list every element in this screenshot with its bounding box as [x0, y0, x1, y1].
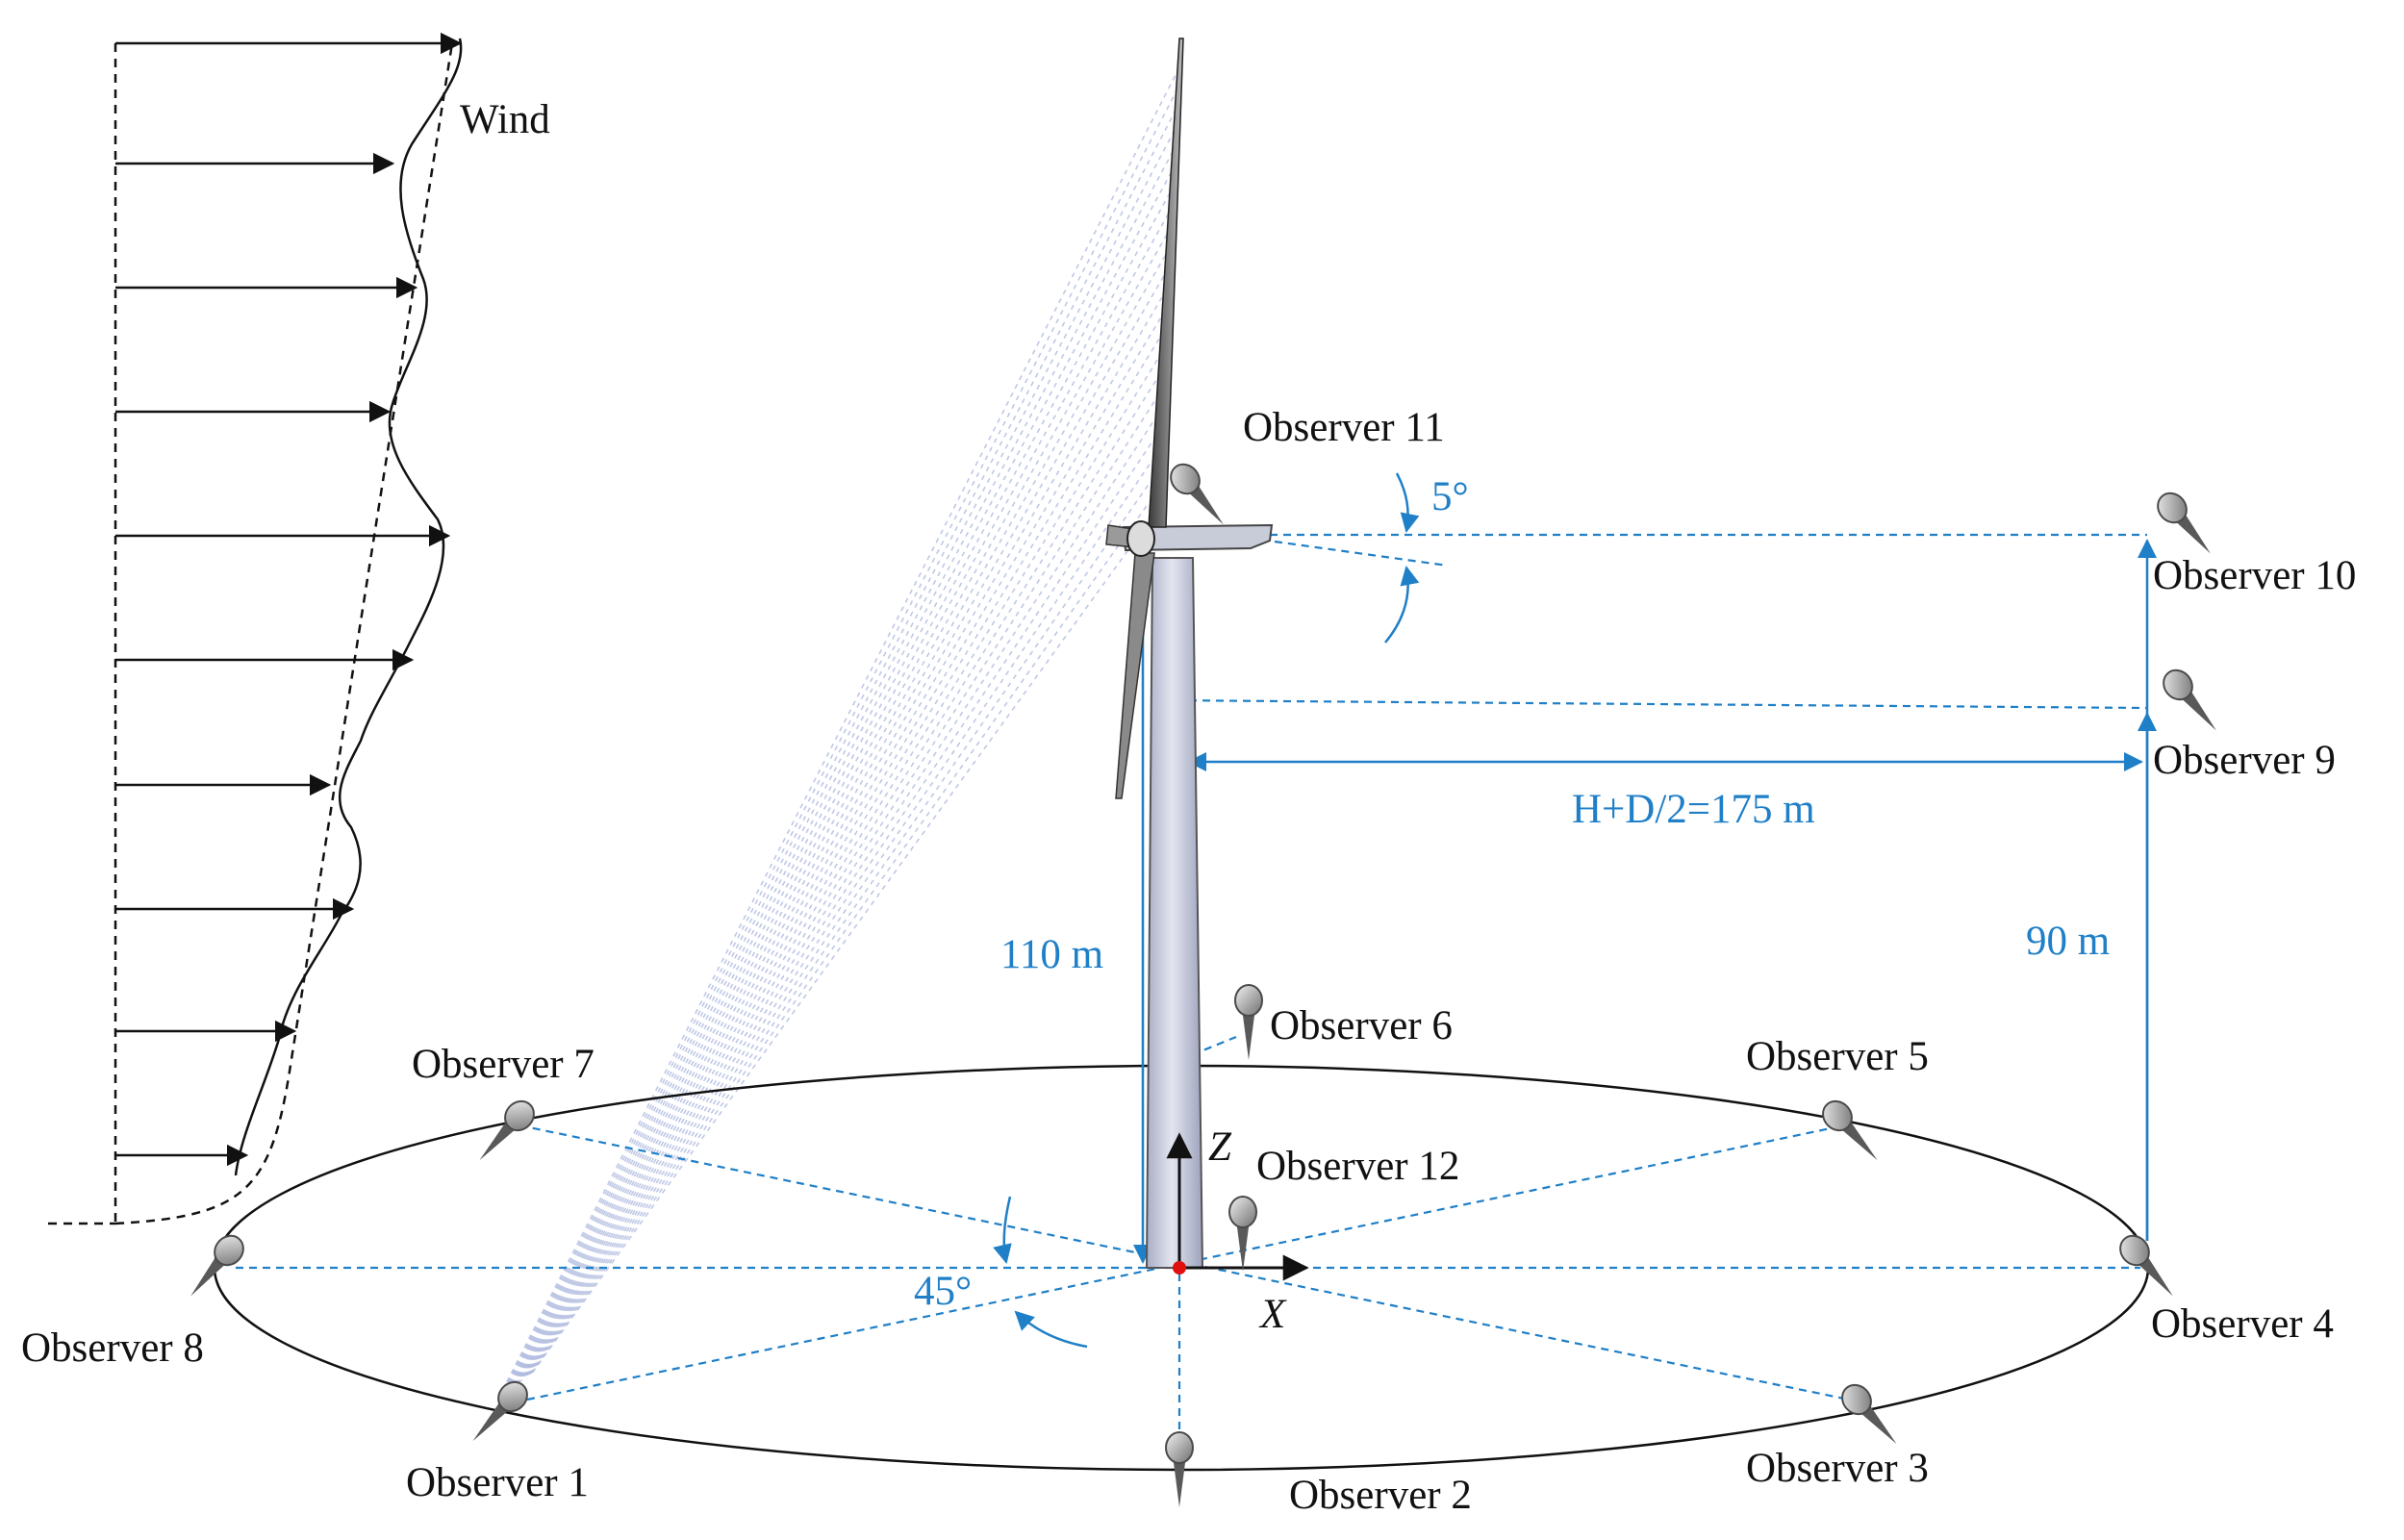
blade-sweep-line	[528, 485, 1149, 1376]
mean-wind-profile	[114, 42, 454, 1225]
blade-sweep-line	[515, 296, 1163, 1386]
angle-arc-top	[993, 1196, 1012, 1264]
blade-sweep-line	[516, 317, 1162, 1385]
observer-10-label: Observer 10	[2153, 553, 2356, 598]
observer-5-label: Observer 5	[1746, 1034, 1929, 1079]
tilt-angle-label: 5°	[1431, 474, 1469, 519]
observer-microphones	[179, 457, 2228, 1508]
microphone-icon	[468, 1094, 542, 1171]
z-axis-label: Z	[1208, 1124, 1232, 1170]
observer-9-label: Observer 9	[2153, 738, 2336, 783]
microphone-icon	[1228, 1196, 1257, 1273]
wind-profile: Wind	[48, 32, 550, 1225]
spacing-angle-label: 45°	[914, 1269, 972, 1314]
microphone-icon	[2156, 663, 2228, 741]
wind-label: Wind	[460, 97, 550, 142]
guide-line-1-5	[526, 1125, 1836, 1401]
blade-sweep-line	[527, 464, 1151, 1376]
blade-sweep-line	[525, 442, 1152, 1378]
observer-3-label: Observer 3	[1746, 1446, 1929, 1491]
tilted-rotor-axis	[1274, 540, 1449, 568]
observer-7-label: Observer 7	[412, 1042, 595, 1087]
microphone-icon	[462, 1375, 535, 1452]
blade-sweep-line	[518, 339, 1160, 1384]
tower	[1145, 557, 1204, 1269]
x-axis-label: X	[1258, 1292, 1287, 1337]
hub-height-label: 110 m	[1000, 932, 1103, 977]
blade-sweep-line	[508, 213, 1170, 1391]
observer-1-label: Observer 1	[406, 1460, 589, 1505]
observer-labels: Observer 1 Observer 2 Observer 3 Observe…	[21, 405, 2356, 1518]
blade-sweep	[497, 66, 1180, 1399]
blade-sweep-line	[500, 109, 1177, 1397]
microphone-icon	[1234, 984, 1263, 1061]
blade-sweep-line	[522, 401, 1155, 1380]
angle-arc-bottom	[1014, 1310, 1088, 1349]
observer-12-label: Observer 12	[1256, 1144, 1459, 1189]
observer-2-label: Observer 2	[1289, 1473, 1472, 1518]
blade-upper	[1148, 38, 1184, 528]
blade-sweep-line	[519, 359, 1158, 1382]
dimension-labels: H+D/2=175 m 110 m 90 m 5° 45°	[914, 474, 2110, 1314]
microphone-icon	[1815, 1094, 1888, 1171]
blade-sweep-line	[513, 275, 1165, 1387]
instantaneous-wind-profile	[234, 38, 463, 1176]
blade-sweep-line	[531, 526, 1146, 1374]
blade-sweep-line	[512, 255, 1166, 1388]
observer-4-label: Observer 4	[2151, 1301, 2334, 1347]
guide-line-observer-6	[1178, 1035, 1237, 1062]
observer9-height-label: 90 m	[2026, 919, 2110, 964]
blade-sweep-line	[504, 150, 1175, 1394]
observer-6-label: Observer 6	[1270, 1003, 1453, 1048]
blade-sweep-line	[507, 191, 1171, 1392]
wind-arrows	[115, 32, 463, 1167]
microphone-icon	[1835, 1377, 1908, 1454]
hub	[1126, 520, 1155, 557]
tilt-arc-bottom	[1384, 566, 1420, 644]
blade-lower	[1115, 552, 1155, 799]
blade-sweep-line	[499, 88, 1179, 1398]
microphone-icon	[1163, 457, 1235, 535]
guide-line-observer-9	[1161, 698, 2148, 710]
blade-sweep-line	[497, 66, 1180, 1399]
tilt-arc-top	[1395, 472, 1420, 533]
blade-sweep-line	[502, 129, 1176, 1395]
observer-11-label: Observer 11	[1243, 405, 1445, 450]
blade-sweep-line	[520, 380, 1157, 1381]
blade-sweep-line	[530, 505, 1148, 1375]
radius-label: H+D/2=175 m	[1572, 787, 1815, 832]
blade-sweep-line	[505, 171, 1173, 1393]
microphone-icon	[2150, 486, 2222, 564]
wind-turbine	[1105, 38, 1274, 1269]
observer-8-label: Observer 8	[21, 1325, 204, 1371]
origin-point	[1173, 1261, 1186, 1275]
blade-sweep-line	[510, 234, 1168, 1389]
blade-sweep-line	[523, 421, 1153, 1379]
